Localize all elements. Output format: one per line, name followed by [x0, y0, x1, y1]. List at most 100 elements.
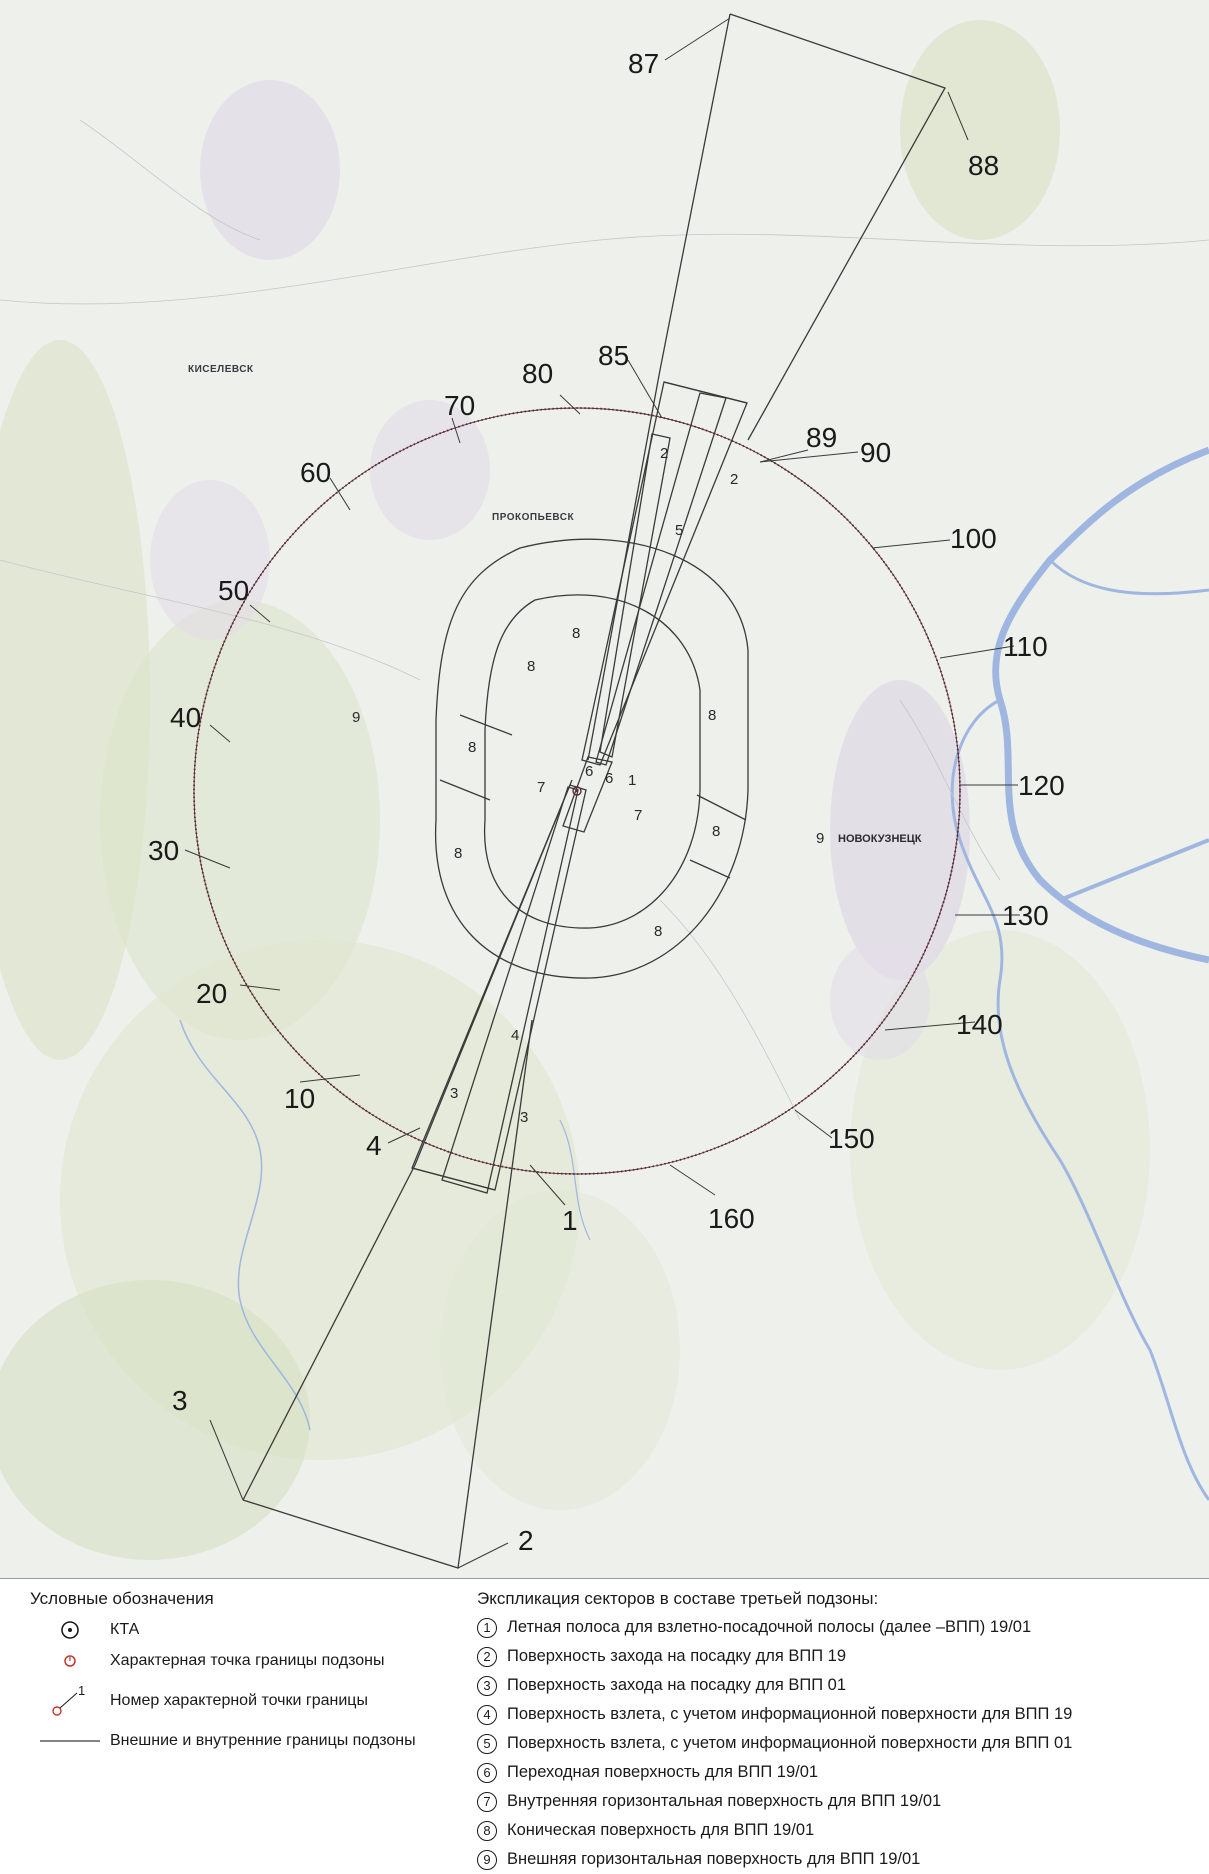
point-number-icon-label: 1 [78, 1683, 85, 1698]
legend-item-label: Номер характерной точки границы [110, 1692, 368, 1709]
sector-label: 8 [708, 707, 716, 724]
explication-number: 9 [477, 1849, 497, 1870]
explication-text: Поверхность захода на посадку для ВПП 19 [507, 1647, 847, 1665]
point-label: 85 [598, 340, 629, 371]
sector-label: 8 [712, 823, 720, 840]
point-label: 60 [300, 457, 331, 488]
city-label-novokuznetsk: НОВОКУЗНЕЦК [838, 833, 922, 845]
urban-areas [150, 80, 970, 1060]
explication-item: 7 Внутренняя горизонтальная поверхность д… [477, 1787, 1207, 1816]
explication-number: 2 [477, 1646, 497, 1667]
point-label: 30 [148, 835, 179, 866]
explication-text: Поверхность захода на посадку для ВПП 01 [507, 1676, 847, 1694]
legend-panel: Условные обозначения КТА Характерная точ… [0, 1578, 1209, 1870]
explication-item: 8 Коническая поверхность для ВПП 19/01 [477, 1816, 1207, 1845]
explication-text: Поверхность взлета, с учетом информацион… [507, 1705, 1073, 1723]
boundary-point-icon [30, 1653, 110, 1669]
explication-item: 1 Летная полоса для взлетно-посадочной по… [477, 1613, 1207, 1642]
point-label: 88 [968, 150, 999, 181]
explication-text: Коническая поверхность для ВПП 19/01 [507, 1821, 815, 1839]
sector-label: 1 [628, 772, 636, 789]
legend-title: Условные обозначения [30, 1589, 214, 1608]
point-label: 70 [444, 390, 475, 421]
point-label: 80 [522, 358, 553, 389]
point-number-icon: 1 [30, 1681, 110, 1721]
legend: Условные обозначения КТА Характерная точ… [30, 1589, 450, 1761]
sector-label: 7 [634, 807, 642, 824]
explication-number: 4 [477, 1704, 497, 1725]
point-label: 110 [1003, 631, 1048, 662]
kta-icon [30, 1619, 110, 1641]
legend-item-label: КТА [110, 1621, 140, 1638]
point-label: 2 [518, 1525, 534, 1556]
sector-label: 5 [675, 522, 683, 539]
point-label: 150 [828, 1123, 875, 1154]
explication-text: Переходная поверхность для ВПП 19/01 [507, 1763, 819, 1781]
point-label: 140 [956, 1009, 1003, 1040]
sector-label: 2 [660, 445, 668, 462]
map-canvas[interactable]: КИСЕЛЕВСК ПРОКОПЬЕВСК НОВОКУЗНЕЦК 87 88 … [0, 0, 1209, 1578]
point-label: 50 [218, 575, 249, 606]
explication-number: 7 [477, 1791, 497, 1812]
explication-number: 1 [477, 1617, 497, 1638]
legend-item: КТА [30, 1619, 450, 1641]
sector-label: 9 [352, 709, 360, 726]
sector-label: 8 [468, 739, 476, 756]
sector-label: 6 [605, 770, 613, 787]
point-label: 89 [806, 422, 837, 453]
sector-label: 3 [520, 1109, 528, 1126]
sector-label: 4 [511, 1027, 519, 1044]
explication-item: 6 Переходная поверхность для ВПП 19/01 [477, 1758, 1207, 1787]
explication-text: Внешняя горизонтальная поверхность для В… [507, 1850, 921, 1868]
sector-label: 8 [527, 658, 535, 675]
point-label: 3 [172, 1385, 188, 1416]
point-label: 20 [196, 978, 227, 1009]
explication-text: Внутренняя горизонтальная поверхность дл… [507, 1792, 942, 1810]
point-label: 90 [860, 437, 891, 468]
legend-item: Характерная точка границы подзоны [30, 1651, 450, 1671]
explication-item: 9 Внешняя горизонтальная поверхность для … [477, 1845, 1207, 1874]
sector-label: 2 [730, 471, 738, 488]
sector-label: 3 [450, 1085, 458, 1102]
legend-item-label: Характерная точка границы подзоны [110, 1652, 385, 1669]
boundary-point-labels: 87 88 85 80 70 89 90 60 100 50 110 40 12… [148, 48, 1065, 1556]
point-label: 130 [1002, 900, 1049, 931]
sector-label: 6 [585, 763, 593, 780]
explication-text: Летная полоса для взлетно-посадочной пол… [507, 1618, 1032, 1636]
explication-item: 2 Поверхность захода на посадку для ВПП 1… [477, 1642, 1207, 1671]
explication-number: 5 [477, 1733, 497, 1754]
point-leader-lines [184, 17, 1020, 1569]
city-label-prokopyevsk: ПРОКОПЬЕВСК [492, 512, 574, 523]
map-panel[interactable]: КИСЕЛЕВСК ПРОКОПЬЕВСК НОВОКУЗНЕЦК 87 88 … [0, 0, 1209, 1578]
explication-number: 6 [477, 1762, 497, 1783]
point-label: 10 [284, 1083, 315, 1114]
city-label-kiselevsk: КИСЕЛЕВСК [188, 364, 254, 375]
explication-number: 8 [477, 1820, 497, 1841]
explication: Экспликация секторов в составе третьей п… [477, 1589, 1207, 1874]
sector-label: 8 [654, 923, 662, 940]
roads [0, 119, 1209, 1121]
point-label: 1 [562, 1205, 578, 1236]
sector-label: 7 [537, 779, 545, 796]
explication-item: 5 Поверхность взлета, с учетом информацио… [477, 1729, 1207, 1758]
explication-number: 3 [477, 1675, 497, 1696]
rivers [179, 446, 1209, 1501]
point-label: 160 [708, 1203, 755, 1234]
legend-item: 1 Номер характерной точки границы [30, 1681, 450, 1721]
sector-labels: 1 2 2 3 3 4 5 6 6 7 7 8 8 8 8 8 8 8 9 9 [352, 445, 824, 1126]
terrain-relief [0, 20, 1150, 1560]
kta-marker [572, 786, 582, 796]
point-label: 120 [1018, 770, 1065, 801]
sector-label: 8 [572, 625, 580, 642]
point-label: 40 [170, 702, 201, 733]
explication-text: Поверхность взлета, с учетом информацион… [507, 1734, 1073, 1752]
point-label: 100 [950, 523, 997, 554]
explication-title: Экспликация секторов в составе третьей п… [477, 1589, 879, 1608]
legend-item: Внешние и внутренние границы подзоны [30, 1731, 450, 1751]
boundary-line-icon [30, 1738, 110, 1744]
legend-item-label: Внешние и внутренние границы подзоны [110, 1732, 416, 1749]
explication-item: 4 Поверхность взлета, с учетом информацио… [477, 1700, 1207, 1729]
sector-label: 9 [816, 830, 824, 847]
point-label: 4 [366, 1130, 382, 1161]
sector-label: 8 [454, 845, 462, 862]
